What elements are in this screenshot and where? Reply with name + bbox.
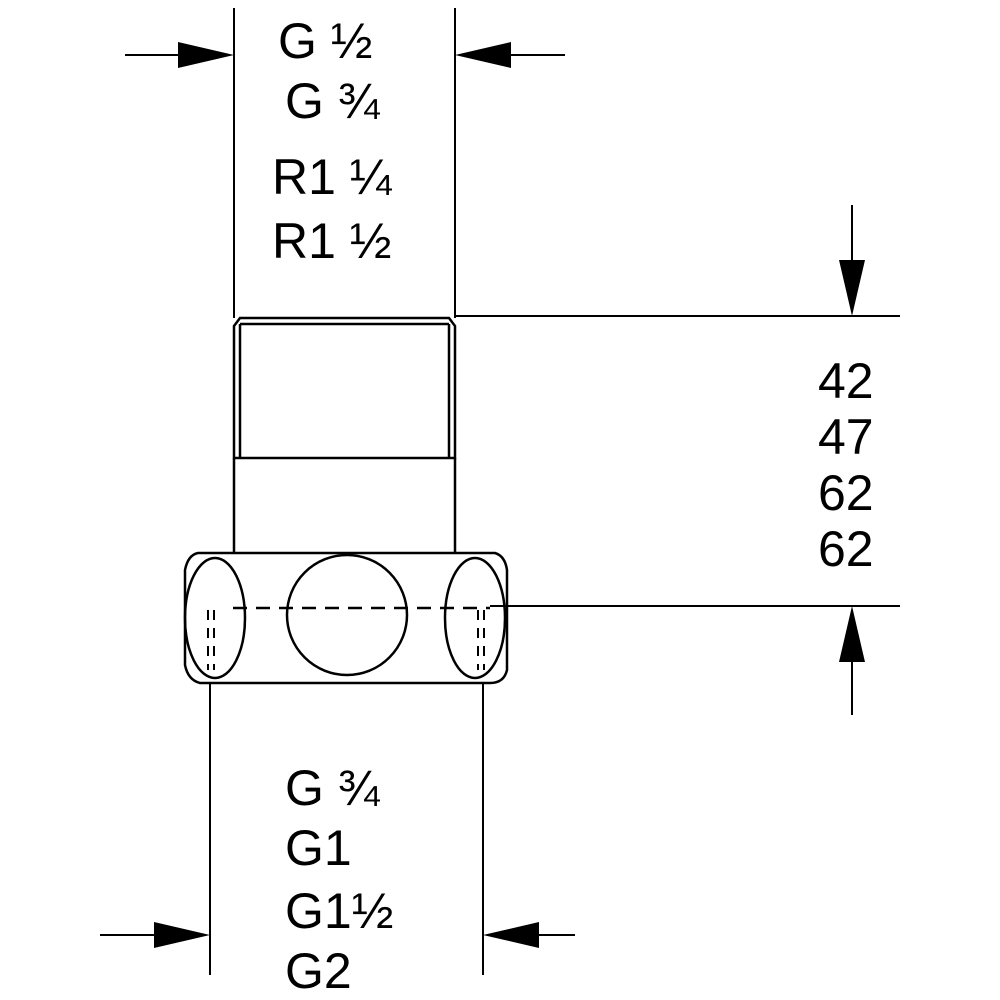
height-labels: 42 47 62 62 — [818, 353, 874, 577]
bottom-label: G ¾ — [285, 760, 381, 816]
height-label: 42 — [818, 353, 874, 409]
top-label: G ½ — [278, 13, 372, 69]
threaded-spigot — [232, 316, 457, 553]
bottom-width-arrows — [100, 922, 575, 948]
bottom-label: G1 — [285, 820, 352, 876]
height-label: 62 — [818, 465, 874, 521]
top-width-arrows — [125, 42, 565, 68]
height-arrows — [839, 205, 865, 715]
top-thread-labels: G ½ G ¾ R1 ¼ R1 ½ — [272, 13, 393, 269]
bottom-label: G2 — [285, 943, 352, 999]
top-label: G ¾ — [285, 73, 381, 129]
top-label: R1 ¼ — [272, 149, 393, 205]
height-label: 47 — [818, 409, 874, 465]
bottom-thread-labels: G ¾ G1 G1½ G2 — [285, 760, 393, 999]
bottom-label: G1½ — [285, 883, 393, 939]
fitting-body — [183, 551, 509, 685]
height-label: 62 — [818, 521, 874, 577]
top-label: R1 ½ — [272, 213, 392, 269]
